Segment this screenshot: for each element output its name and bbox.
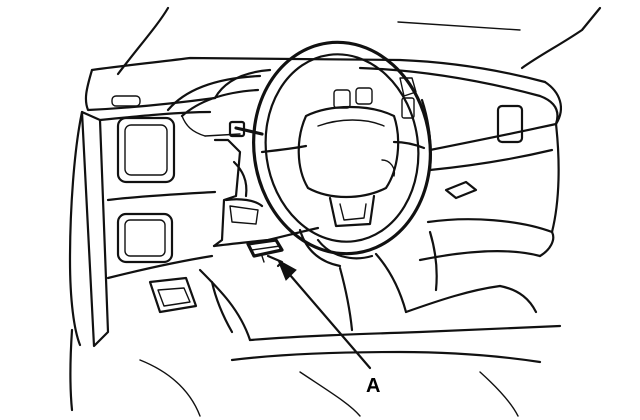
steering-column [298, 228, 374, 268]
dashboard-upper [84, 66, 562, 234]
floor-and-console [139, 230, 562, 417]
right-dash-panel [399, 77, 555, 262]
instrument-hood [166, 74, 262, 137]
left-dash-panel [68, 95, 217, 412]
windshield-frame [90, 6, 602, 84]
turn-signal-stalk [228, 120, 264, 138]
steering-wheel [252, 40, 432, 256]
callout-label-a: A [366, 375, 380, 397]
callout-a-leader [277, 258, 372, 370]
connector-a [246, 238, 284, 268]
